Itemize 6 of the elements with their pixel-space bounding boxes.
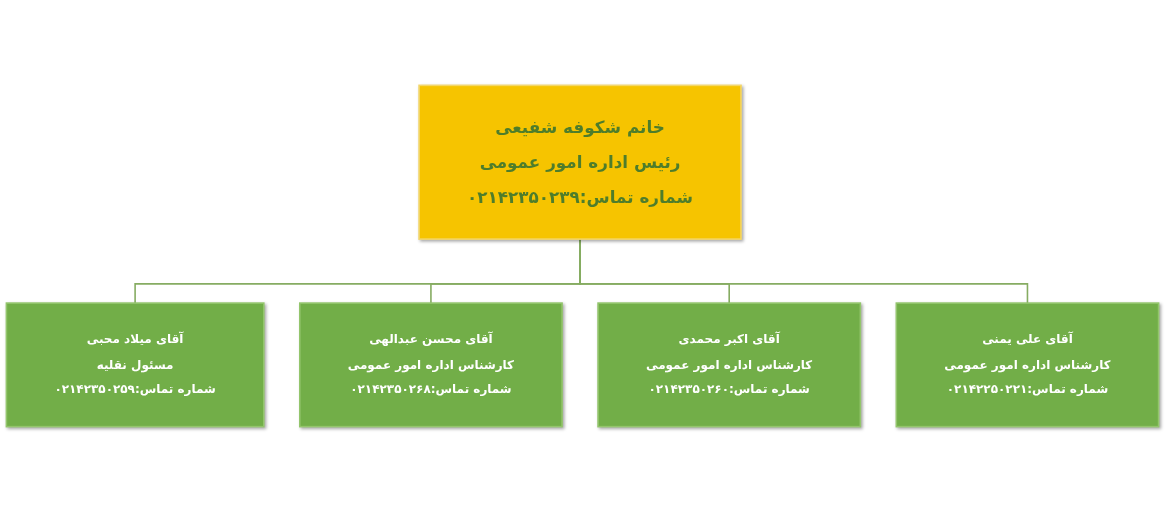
node-box: آقای اکبر محمدی کارشناس اداره امور عمومی شماره تماس:۰۲۱۴۲۳۵۰۲۶۰ <box>597 302 862 428</box>
node-box: آقای علی یمنی کارشناس اداره امور عمومی شماره تماس:۰۲۱۴۲۲۵۰۲۲۱ <box>895 302 1160 428</box>
node-box: خانم شکوفه شفیعی رئیس اداره امور عمومی شماره تماس:۰۲۱۴۲۳۵۰۲۳۹ <box>418 84 742 240</box>
connector <box>579 238 1029 304</box>
node-box: آقای محسن عبدالهی کارشناس اداره امور عمومی شماره تماس:۰۲۱۴۲۳۵۰۲۶۸ <box>299 302 563 428</box>
node-box: آقای میلاد محبی مسئول نقلیه شماره تماس:۰۲۱۴۲۳۵۰۲۵۹ <box>5 302 265 428</box>
